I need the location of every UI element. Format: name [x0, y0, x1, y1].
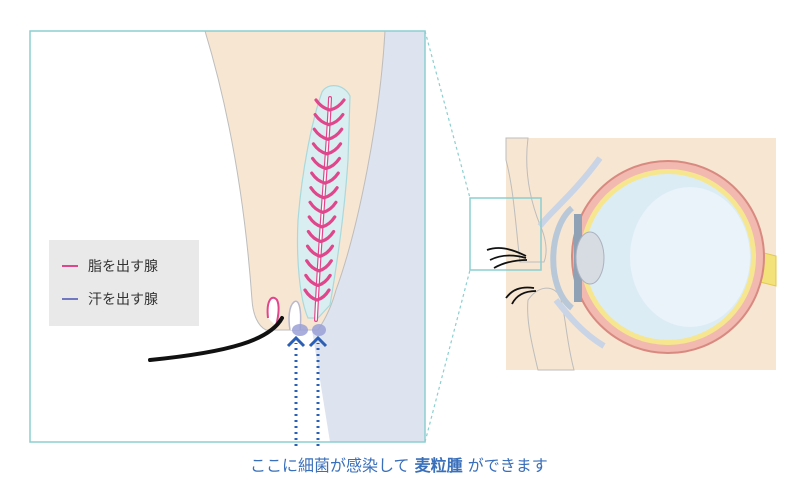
sweat-gland-duct [288, 300, 302, 331]
zoom-panel [29, 30, 426, 446]
upper-eyelid [505, 137, 547, 263]
oil-gland-opening [312, 324, 326, 336]
lower-conjunctiva [553, 298, 606, 349]
gland-branch-right [328, 98, 346, 112]
gland-branch-right [315, 288, 331, 302]
arrow-head-right [308, 335, 328, 348]
caption-before: ここに細菌が感染して [250, 456, 410, 475]
gland-branch-right [318, 244, 335, 258]
caption-after: ができます [467, 456, 548, 475]
gland-branch-right [327, 113, 345, 127]
gland-branch-right [320, 215, 337, 229]
legend-swatch-sweat-gland [62, 298, 78, 300]
zoom-indicator-box [469, 197, 542, 271]
lens [575, 231, 605, 285]
legend-label-sweat-gland: 汗を出す腺 [88, 292, 158, 308]
legend: 脂を出す腺 汗を出す腺 [49, 240, 199, 326]
zoom-callout-lines [424, 30, 471, 443]
legend-item-sweat-gland: 汗を出す腺 [62, 288, 158, 310]
vitreous-highlight [630, 187, 750, 327]
zoom-frame [29, 30, 426, 443]
sweat-gland-opening [292, 324, 308, 336]
legend-item-oil-gland: 脂を出す腺 [62, 255, 158, 277]
caption-highlight: 麦粒腫 [414, 456, 463, 475]
legend-swatch-oil-gland [62, 265, 78, 267]
gland-branch-right [325, 142, 343, 156]
eye-cross-section [469, 137, 777, 371]
gland-branch-right [323, 171, 340, 185]
lash-follicle-gland [266, 296, 280, 327]
gland-branch-right [321, 200, 338, 214]
lower-eyelashes [505, 286, 537, 305]
gland-branch-right [317, 259, 333, 273]
oil-gland-acini [303, 98, 346, 302]
gland-branch-right [316, 273, 332, 287]
gland-branch-right [326, 127, 344, 141]
gland-branch-right [324, 156, 341, 171]
infection-arrows [286, 335, 328, 446]
upper-eyelashes [486, 247, 528, 269]
eyelash [148, 316, 284, 362]
caption: ここに細菌が感染して 麦粒腫 ができます [250, 452, 670, 476]
upper-conjunctiva [537, 156, 603, 228]
gland-branch-right [319, 229, 336, 244]
legend-label-oil-gland: 脂を出す腺 [88, 259, 158, 275]
arrow-head-left [286, 335, 306, 348]
cornea [550, 205, 575, 311]
gland-branch-right [322, 186, 339, 200]
